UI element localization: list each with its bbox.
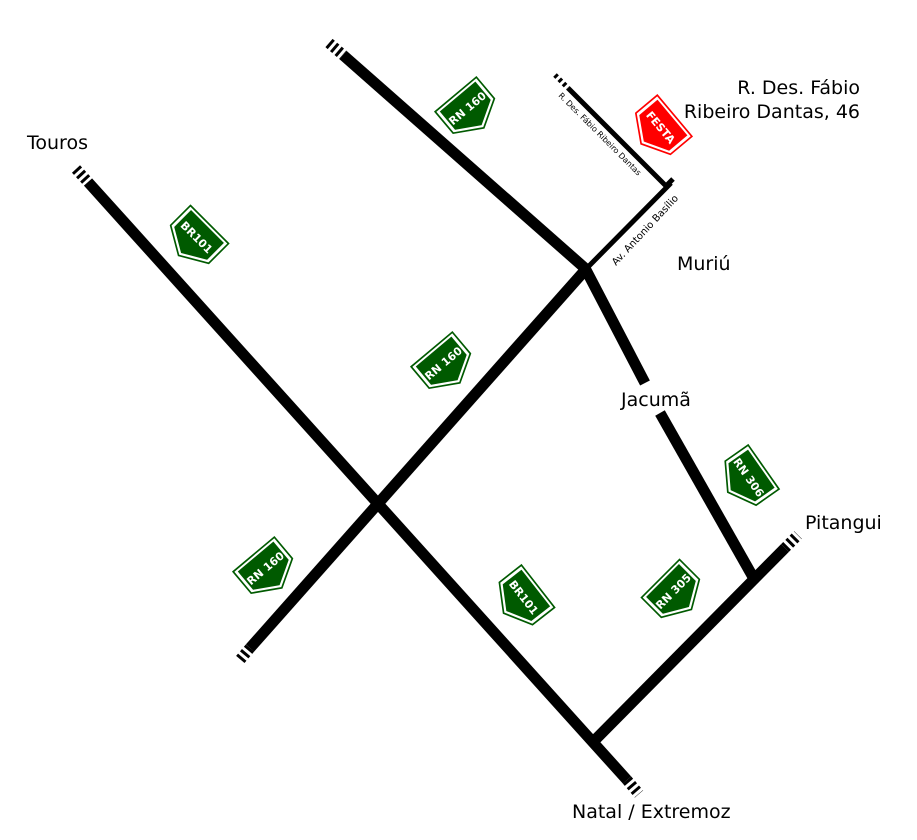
road-rn306-a: [580, 265, 650, 386]
road-rn306-b: [655, 410, 758, 580]
road-continues-marker: [325, 38, 347, 60]
road-continues-marker: [622, 776, 644, 798]
place-label-pitangui: Pitangui: [805, 512, 882, 534]
road-continues-marker: [71, 165, 93, 186]
road-br101: [83, 178, 632, 784]
road-rn160-north: [339, 50, 591, 275]
place-label-touros: Touros: [26, 132, 88, 154]
road-continues-marker: [553, 73, 570, 90]
address-line-2: Ribeiro Dantas, 46: [684, 101, 860, 123]
place-label-jacuma: Jacumã: [620, 389, 691, 411]
shield-rn160-north: RN 160: [434, 76, 506, 146]
street-label-av-antonio-basilio: Av. Antonio Basílio: [609, 193, 681, 269]
shield-festa: FESTA: [623, 94, 693, 166]
shield-rn160-south: RN 160: [232, 536, 304, 606]
road-continues-marker: [781, 531, 802, 552]
address-line-1: R. Des. Fábio: [737, 77, 860, 99]
shield-br101-north: BR101: [158, 204, 230, 276]
place-label-natal-extremoz: Natal / Extremoz: [572, 801, 731, 823]
place-label-muriu: Muriú: [677, 253, 731, 275]
street-label-r-des-fabio: R. Des. Fábio Ribeiro Dantas: [557, 91, 643, 177]
road-r-des-fabio: [566, 86, 675, 190]
shield-rn306: RN 306: [711, 444, 780, 515]
shield-rn305: RN 305: [640, 558, 712, 630]
shield-rn160-center: RN 160: [410, 331, 482, 401]
road-rn160-south: [245, 264, 592, 652]
road-continues-marker: [234, 644, 255, 665]
shield-br101-south: BR101: [486, 564, 556, 636]
road-av-antonio-basilio: [583, 181, 673, 272]
road-rn305: [589, 544, 789, 746]
